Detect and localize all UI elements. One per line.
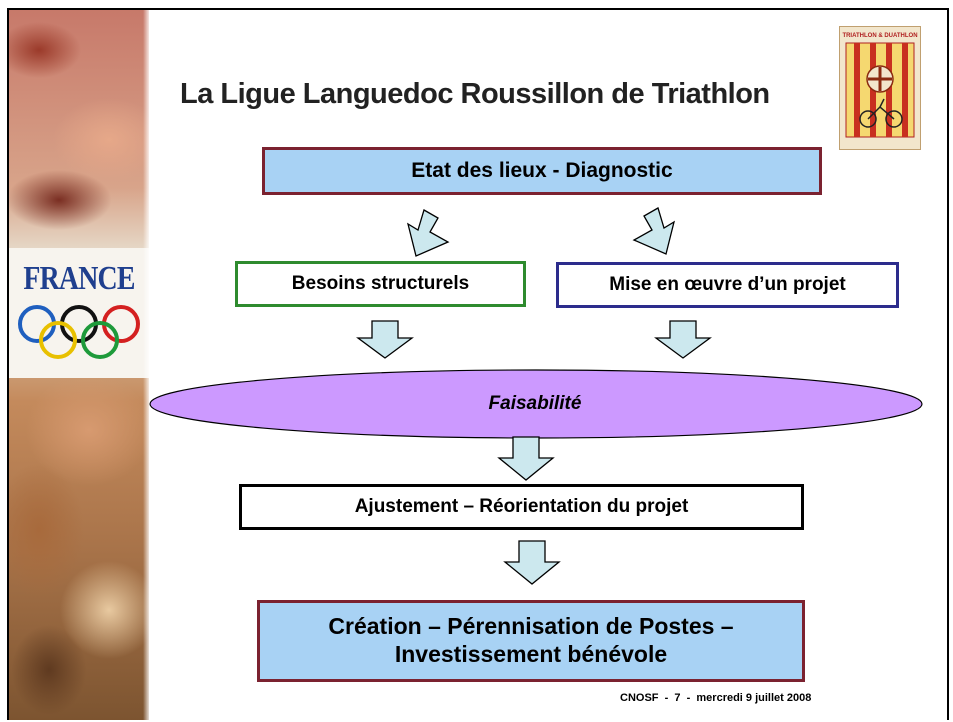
emblem-text: TRIATHLON & DUATHLON (842, 33, 917, 39)
down-left-arrow-icon (406, 209, 450, 257)
creation-box: Création – Pérennisation de Postes – Inv… (257, 600, 805, 682)
france-wordmark: FRANCE (23, 260, 135, 297)
down-right-arrow-icon (632, 207, 676, 255)
slide-footer: CNOSF - 7 - mercredi 9 juillet 2008 (620, 692, 812, 704)
mise-en-oeuvre-box: Mise en œuvre d’un projet (556, 262, 899, 308)
creation-line-2: Investissement bénévole (394, 641, 668, 667)
page-title: La Ligue Languedoc Roussillon de Triathl… (180, 78, 770, 110)
ajustement-box: Ajustement – Réorientation du projet (239, 484, 804, 530)
france-olympic-panel: FRANCE (9, 248, 149, 378)
down-arrow-icon (654, 320, 712, 359)
triathlon-league-emblem: TRIATHLON & DUATHLON (839, 26, 921, 150)
down-arrow-icon (356, 320, 414, 359)
olympic-rings-icon (18, 305, 140, 359)
emblem-icon: TRIATHLON & DUATHLON (840, 27, 920, 149)
faisabilite-label: Faisabilité (488, 393, 582, 414)
besoins-structurels-box: Besoins structurels (235, 261, 526, 307)
creation-line-1: Création – Pérennisation de Postes – (328, 613, 734, 640)
etat-des-lieux-box: Etat des lieux - Diagnostic (262, 147, 822, 195)
down-arrow-icon (503, 540, 561, 585)
down-arrow-icon (497, 436, 555, 481)
sidebar-artwork: FRANCE (9, 10, 149, 720)
